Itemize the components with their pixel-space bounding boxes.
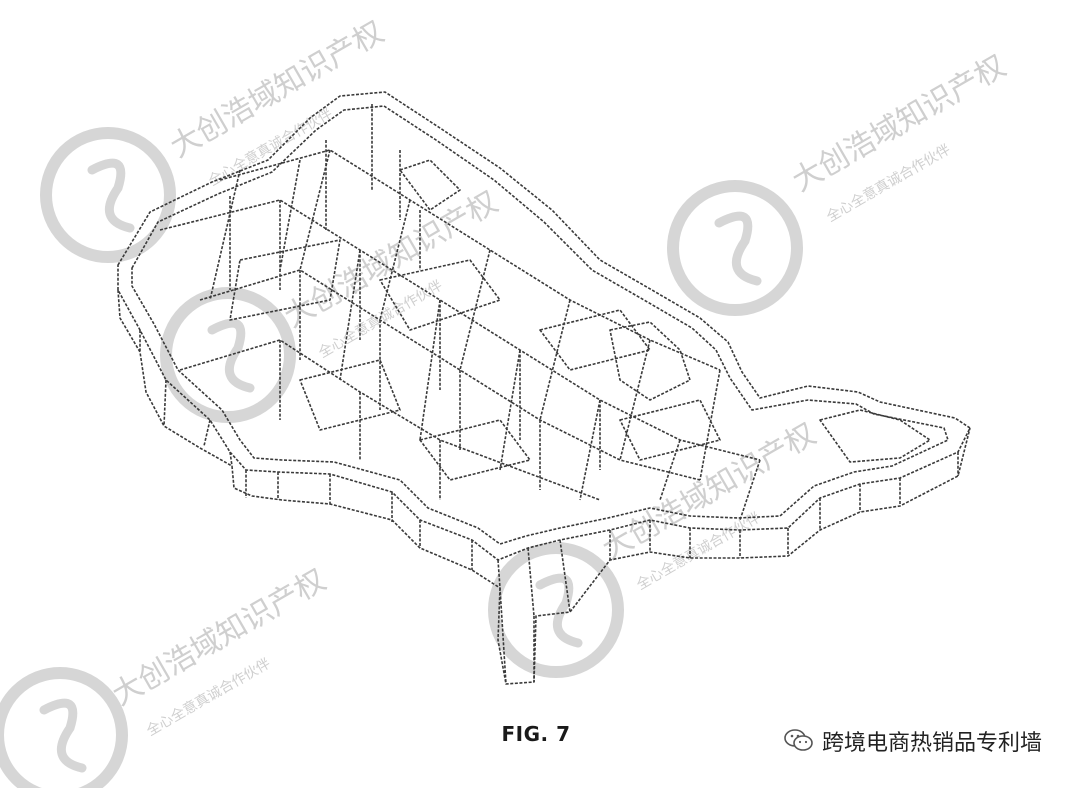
figure-caption: FIG. 7 [501, 722, 571, 746]
front-tab [497, 587, 535, 685]
internal-wall-b [199, 269, 701, 481]
watermark-logo-5 [0, 667, 128, 788]
watermark-logos [0, 127, 803, 788]
watermark-logo-4 [488, 542, 624, 678]
internal-wall-c [179, 339, 601, 501]
internal-rib-set [209, 149, 761, 521]
internal-wall-a [159, 199, 761, 461]
watermark-logo-2 [160, 287, 296, 423]
tray-drawing [117, 91, 971, 685]
watermark-banner: 跨境电商热销品专利墙 [784, 726, 1042, 756]
watermark-logo-1 [40, 127, 176, 263]
watermark-logo-3 [667, 180, 803, 316]
watermark-banner-text: 跨境电商热销品专利墙 [821, 731, 1042, 756]
wechat-icon [784, 729, 813, 751]
outer-rim-inner [131, 105, 949, 545]
